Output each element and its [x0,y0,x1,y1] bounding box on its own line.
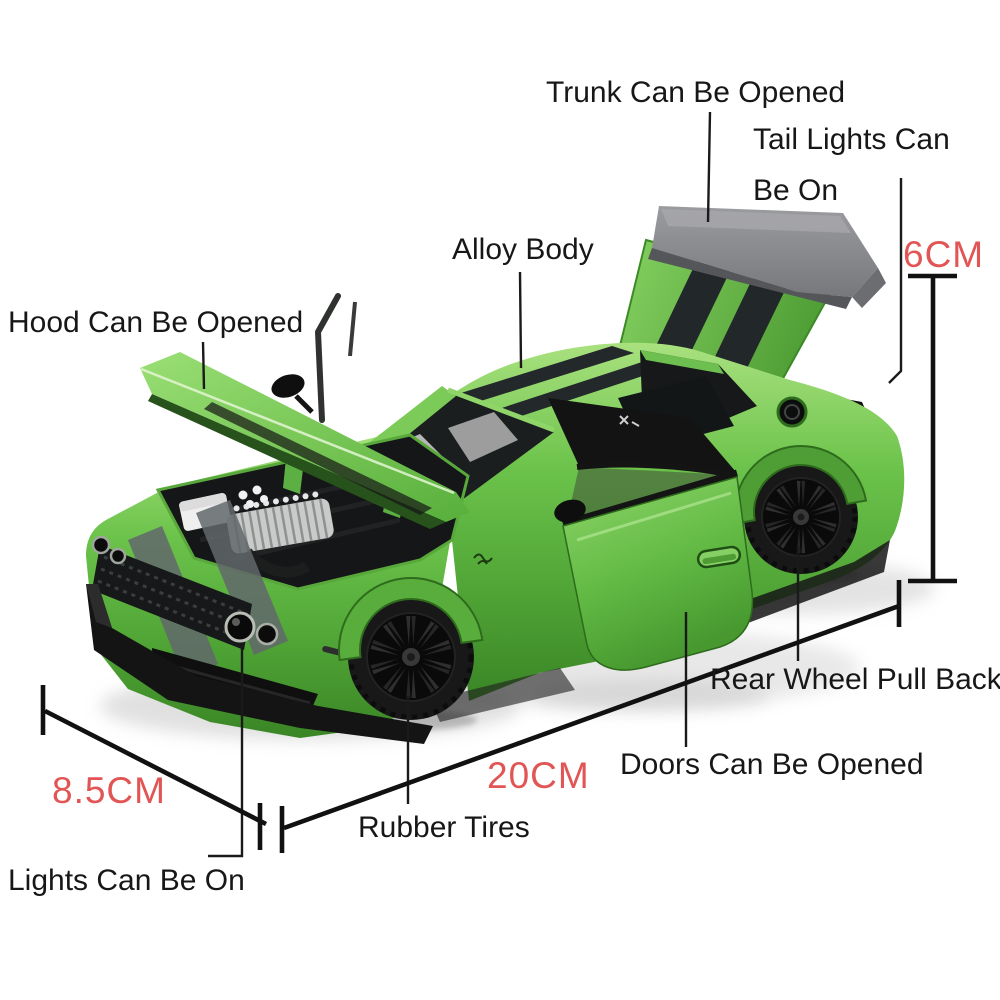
open-hood [140,293,470,529]
open-door [554,461,754,671]
dimension-lines [40,273,957,853]
rear-wheel [744,460,858,574]
leader-lights [208,644,244,858]
label-tail-lights-line2: Be On [753,174,839,207]
leader-tail-lights [888,178,903,384]
label-hood: Hood Can Be Opened [8,306,304,339]
label-doors: Doors Can Be Opened [620,748,924,781]
leader-alloy-body [518,271,523,369]
dim-length-value: 20CM [487,755,590,796]
label-alloy-body: Alloy Body [452,233,594,266]
label-lights: Lights Can Be On [8,864,245,897]
label-tail-lights-line1: Tail Lights Can [753,123,950,156]
dim-length-line [283,603,900,831]
label-trunk: Trunk Can Be Opened [546,76,846,109]
label-rubber-tires: Rubber Tires [358,811,530,844]
dim-width-line [43,708,268,827]
leader-hood [201,341,206,390]
front-wheel [348,594,474,720]
leader-lines [201,111,903,858]
front-fascia [86,500,493,744]
leader-trunk [706,111,712,223]
dim-width-value: 8.5CM [52,770,166,811]
fender-arches [338,445,868,662]
dim-height-value: 6CM [903,234,985,275]
label-rear-wheel-pull-back: Rear Wheel Pull Back [710,663,1000,696]
